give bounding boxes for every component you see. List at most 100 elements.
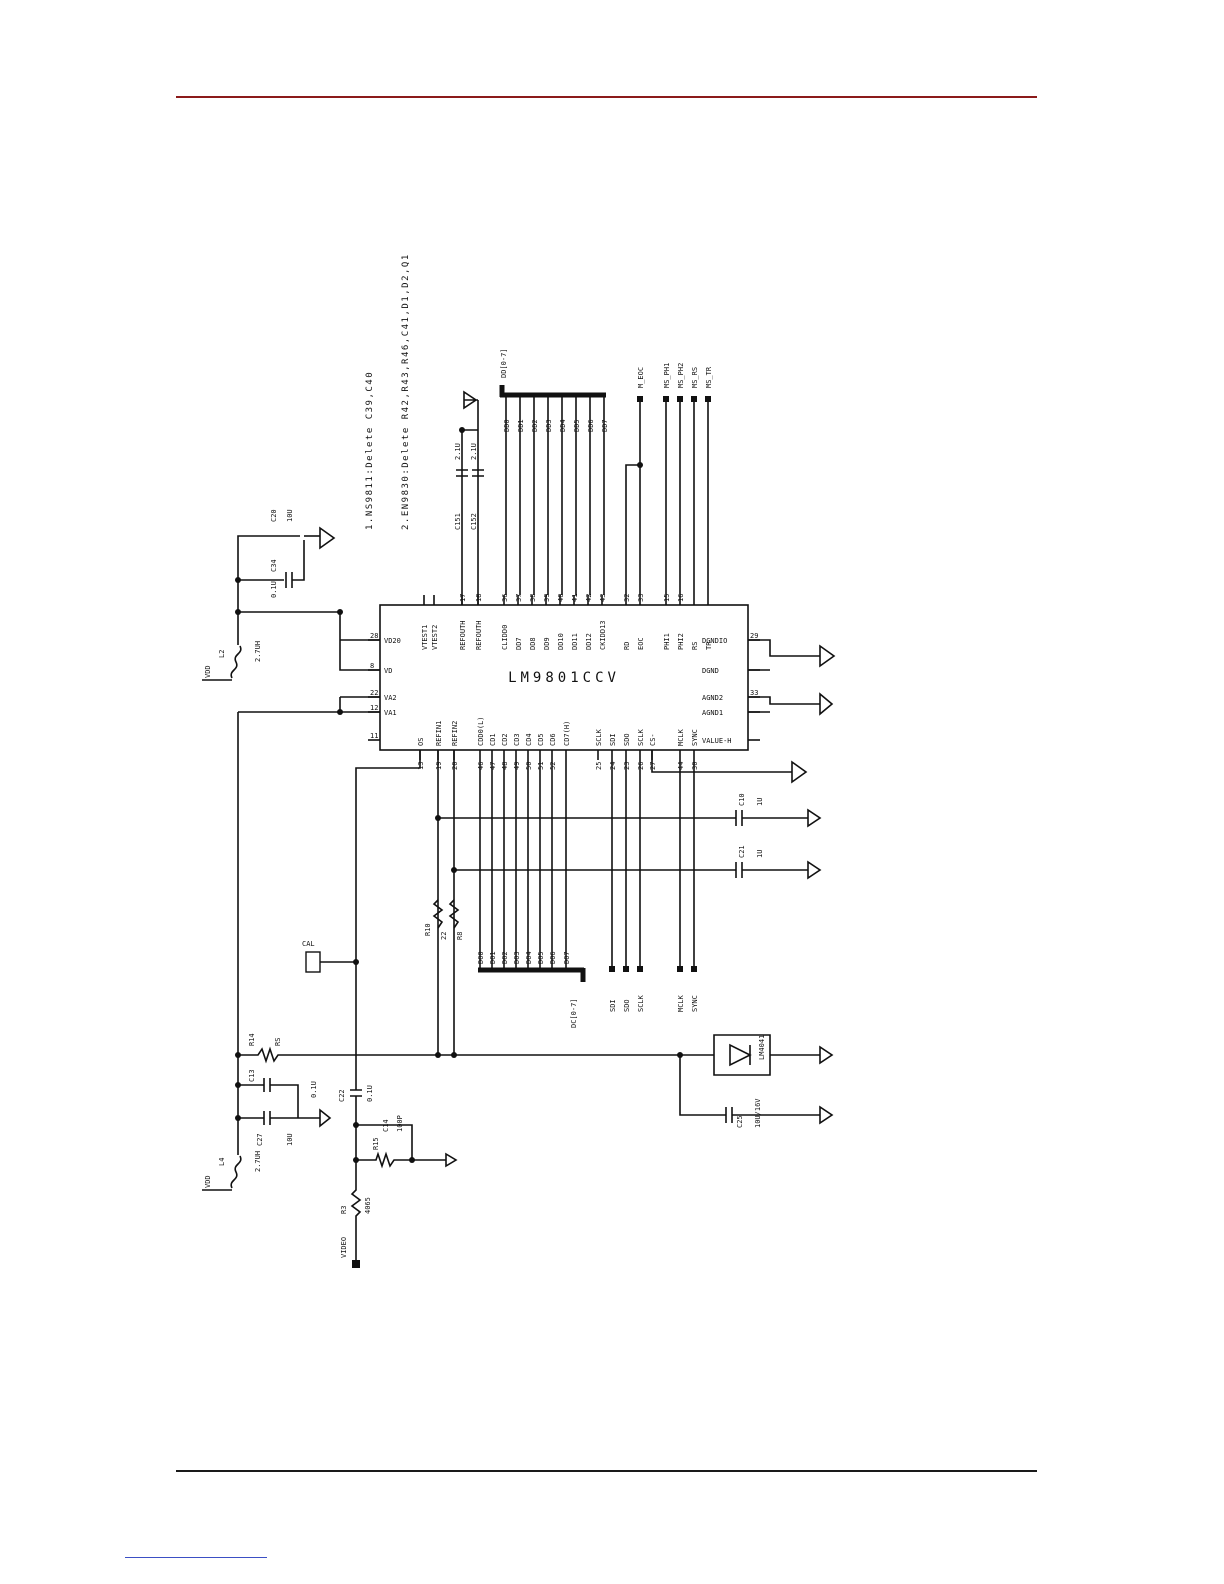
note-1: 1.NS9811:Delete C39,C40 — [365, 371, 375, 530]
ic-left-pin-number: 22 — [370, 689, 378, 697]
vdd-top-filter: VDD L2 2.7UH C34 0.1U C20 10U — [202, 509, 380, 681]
c152-value: 2.1U — [470, 443, 478, 460]
vdd-top-label: VDD — [204, 665, 212, 678]
video-connector-icon[interactable] — [352, 1260, 360, 1268]
ic-top-pin-name: RS — [691, 642, 699, 650]
c10-value: 1U — [756, 798, 764, 806]
signal-port-icon[interactable] — [637, 396, 643, 402]
r15-ref: R15 — [372, 1137, 380, 1150]
digital-ground-icon — [819, 644, 836, 668]
capacitor-c22-icon — [350, 1089, 362, 1125]
signal-port-icon[interactable] — [677, 966, 683, 972]
refin-cap-wires — [438, 817, 736, 871]
ic-bottom-pin-number: 23 — [623, 762, 631, 770]
dc-line-label: DO0 — [477, 951, 485, 964]
cal-label: CAL — [302, 940, 315, 948]
ic-left-pin-name: VA2 — [384, 694, 397, 702]
ic-bottom-pin-name: CD3 — [513, 733, 521, 746]
dc-line-label: DO2 — [501, 951, 509, 964]
ic-right-pin-number: 33 — [750, 689, 758, 697]
c27-ref: C27 — [256, 1133, 264, 1146]
ic-top-pin-name: DD12 — [585, 633, 593, 650]
ic-right-pin-name: VALUE-H — [702, 737, 732, 745]
ic-top-pin-number: 33 — [637, 594, 645, 602]
dc-line-label: DO7 — [563, 951, 571, 964]
ic-bottom-pin-name: SDO — [623, 733, 631, 746]
ic-right-pin-name: DGNDIO — [702, 637, 727, 645]
analog-ground-icon — [770, 1045, 834, 1065]
signal-port-icon[interactable] — [677, 396, 683, 402]
c152-ref: C152 — [470, 513, 478, 530]
ic-bottom-pin-number: 44 — [677, 762, 685, 770]
ic-top-pin-name: DD11 — [571, 633, 579, 650]
ic-top-pin-name: CKIDD13 — [599, 620, 607, 650]
cs-ground-wire — [651, 750, 792, 773]
r3-ref: R3 — [340, 1206, 348, 1214]
resistor-r10-icon — [432, 899, 444, 929]
analog-ground-icon — [445, 1152, 458, 1168]
ic-bottom-pin-number: 25 — [595, 762, 603, 770]
cal-test-point[interactable] — [305, 951, 321, 973]
signal-port-icon[interactable] — [691, 966, 697, 972]
bottom-signal-label: SDO — [623, 999, 631, 1012]
inductor-l4-icon — [230, 1155, 242, 1189]
ic-bottom-pin-number: 47 — [489, 762, 497, 770]
ic-top-pin-number: 42 — [585, 594, 593, 602]
ic-bottom-pin-number: 49 — [513, 762, 521, 770]
l4-ref: L4 — [218, 1158, 226, 1166]
ic-bottom-pin-name: SCLK — [595, 728, 603, 746]
signal-port-icon[interactable] — [637, 966, 643, 972]
footer-link-underline[interactable] — [125, 1557, 267, 1558]
capacitor-c21-icon — [735, 862, 808, 878]
signal-port-icon[interactable] — [609, 966, 615, 972]
r10-ref: R10 — [424, 923, 432, 936]
signal-port-icon[interactable] — [691, 396, 697, 402]
ic-left-pin-number: 28 — [370, 632, 378, 640]
ic-bottom-pin-number: 13 — [417, 762, 425, 770]
dgnd-wires — [748, 639, 820, 671]
capacitor-c34-icon — [238, 540, 305, 588]
ic-bottom-pin-number: 19 — [435, 762, 443, 770]
vdd-bottom-label: VDD — [204, 1175, 212, 1188]
footer-rule — [176, 1470, 1037, 1472]
ic-top-pin-number: 41 — [571, 594, 579, 602]
bottom-signal-label: SDI — [609, 999, 617, 1012]
bottom-signal-label: SYNC — [691, 995, 699, 1012]
c25-value: 10U/16V — [754, 1098, 762, 1128]
ic-bottom-pin-name: CD7(H) — [563, 721, 571, 746]
resistor-r15-icon — [355, 1125, 446, 1169]
signal-port-icon[interactable] — [663, 396, 669, 402]
junction-dot — [235, 609, 241, 615]
r10-value: 22 — [440, 932, 448, 940]
ic-top-pin-name: VTEST1 — [421, 625, 429, 650]
ic-left-pin-name: VD — [384, 667, 392, 675]
l4-value: 2.7UH — [254, 1151, 262, 1172]
dd-line-label: DD5 — [573, 419, 581, 432]
ic-left-pin-name: VD20 — [384, 637, 401, 645]
r8-ref: R8 — [456, 932, 464, 940]
os-wire — [355, 750, 421, 1090]
ic-top-pin-name: EOC — [637, 637, 645, 650]
top-signal-label: MS_PH1 — [663, 363, 671, 388]
capacitor-c25-icon — [679, 1055, 834, 1125]
c20-value: 10U — [286, 509, 294, 522]
ic-top-pin-number: 17 — [459, 594, 467, 602]
dd-line-label: DD7 — [601, 419, 609, 432]
vdd-top-net — [237, 535, 340, 645]
inductor-l2-icon — [230, 645, 242, 679]
signal-port-icon[interactable] — [705, 396, 711, 402]
dc-bus-label: DC[0-7] — [570, 998, 578, 1028]
c34-ref: C34 — [270, 559, 278, 572]
ic-top-pin-name: VTEST2 — [431, 625, 439, 650]
zener-diode-icon — [729, 1043, 752, 1067]
va-net — [237, 696, 380, 1055]
ic-bottom-pin-number: 52 — [549, 762, 557, 770]
c22-ref: C22 — [338, 1089, 346, 1102]
dc-line-label: DO4 — [525, 951, 533, 964]
signal-port-icon[interactable] — [623, 966, 629, 972]
ic-bottom-pin-number: 20 — [451, 762, 459, 770]
analog-ground-icon — [463, 390, 478, 410]
vd-net — [339, 612, 380, 671]
ic-bottom-pin-name: CD4 — [525, 733, 533, 746]
